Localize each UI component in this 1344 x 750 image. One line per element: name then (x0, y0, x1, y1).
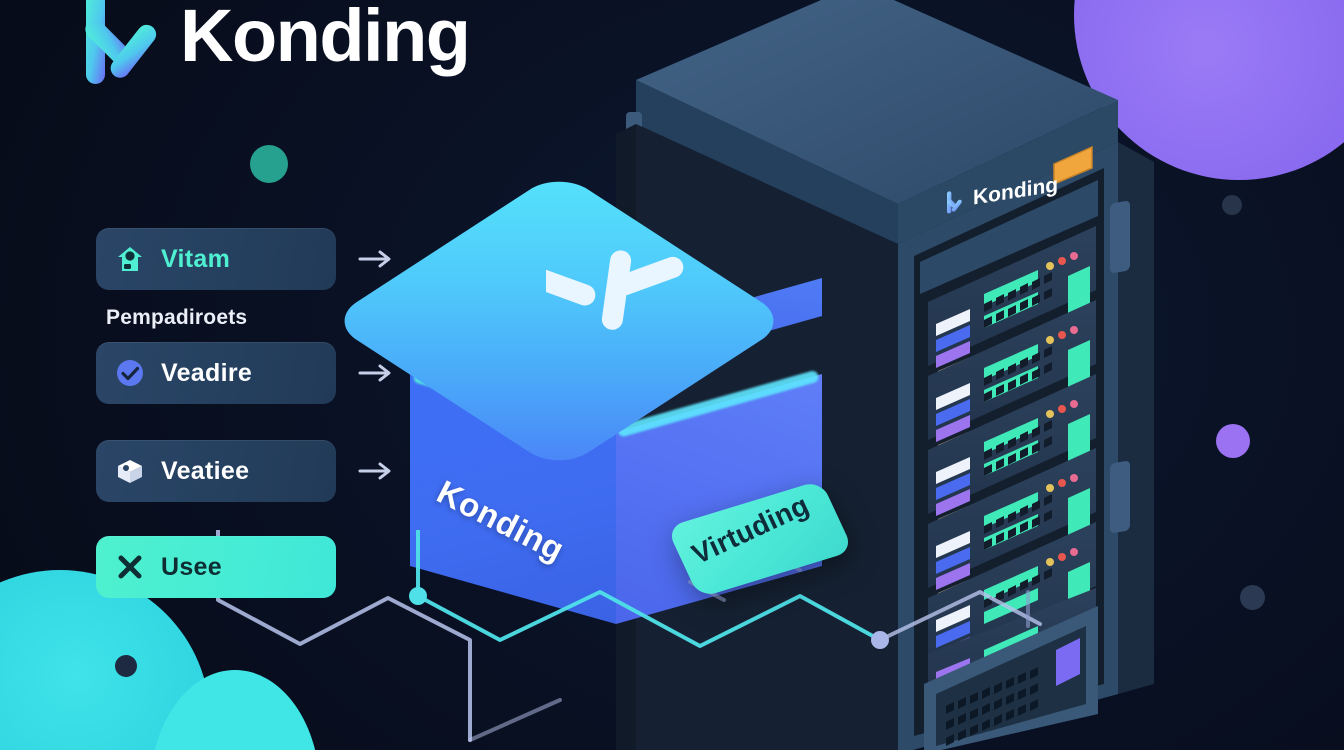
circuit-node-lavender (871, 631, 889, 649)
sidebar-item-veadire-label: Veadire (161, 358, 253, 387)
k-glyph-icon (546, 250, 684, 330)
k-logo-icon (947, 191, 962, 214)
sidebar-item-vitam-pill[interactable]: Vitam (96, 228, 336, 290)
sidebar-item-veadire-pill[interactable]: Veadire (96, 342, 336, 404)
decor-dot-slate-top-right (1222, 195, 1242, 215)
check-circle-icon (117, 360, 143, 386)
k-logo-icon (85, 0, 157, 84)
decor-dot-slate-bottom (115, 655, 137, 677)
cube-top-slab (327, 170, 830, 472)
box-package-icon (118, 460, 142, 483)
home-badge-icon (118, 247, 142, 271)
decor-dot-slate-right (1240, 585, 1265, 610)
arrow-right-icon[interactable] (358, 248, 396, 270)
sidebar-item-veatiee-pill[interactable]: Veatiee (96, 440, 336, 502)
arrow-right-icon[interactable] (358, 460, 396, 482)
brand-name: Konding (180, 0, 471, 77)
sidebar-item-vitam-label: Vitam (161, 244, 231, 273)
sidebar-item-usee[interactable]: Usee (96, 536, 396, 598)
decor-dot-purple (1216, 424, 1250, 458)
konding-cube: Konding Virtuding (327, 170, 854, 632)
brand-logo: Konding (80, 0, 471, 84)
sidebar-item-veatiee-label: Veatiee (161, 456, 250, 485)
rack-brand: Konding (946, 173, 1058, 215)
sidebar-item-usee-pill[interactable]: Usee (96, 536, 336, 598)
sidebar-item-veatiee[interactable]: Veatiee (96, 440, 396, 502)
sidebar-item-usee-label: Usee (161, 552, 222, 581)
sidebar-item-vitam[interactable]: Vitam (96, 228, 396, 290)
arrow-right-icon[interactable] (358, 362, 396, 384)
decor-dot-teal (250, 145, 288, 183)
sidebar-item-veadire[interactable]: Veadire (96, 342, 396, 404)
sidebar-section-label: Pempadiroets (106, 306, 248, 329)
spacer (96, 404, 396, 440)
close-x-icon (118, 555, 142, 579)
spacer (96, 502, 396, 536)
circuit-node-cyan (409, 587, 427, 605)
sidebar-menu: Vitam Pempadiroets Veadire (96, 228, 396, 598)
